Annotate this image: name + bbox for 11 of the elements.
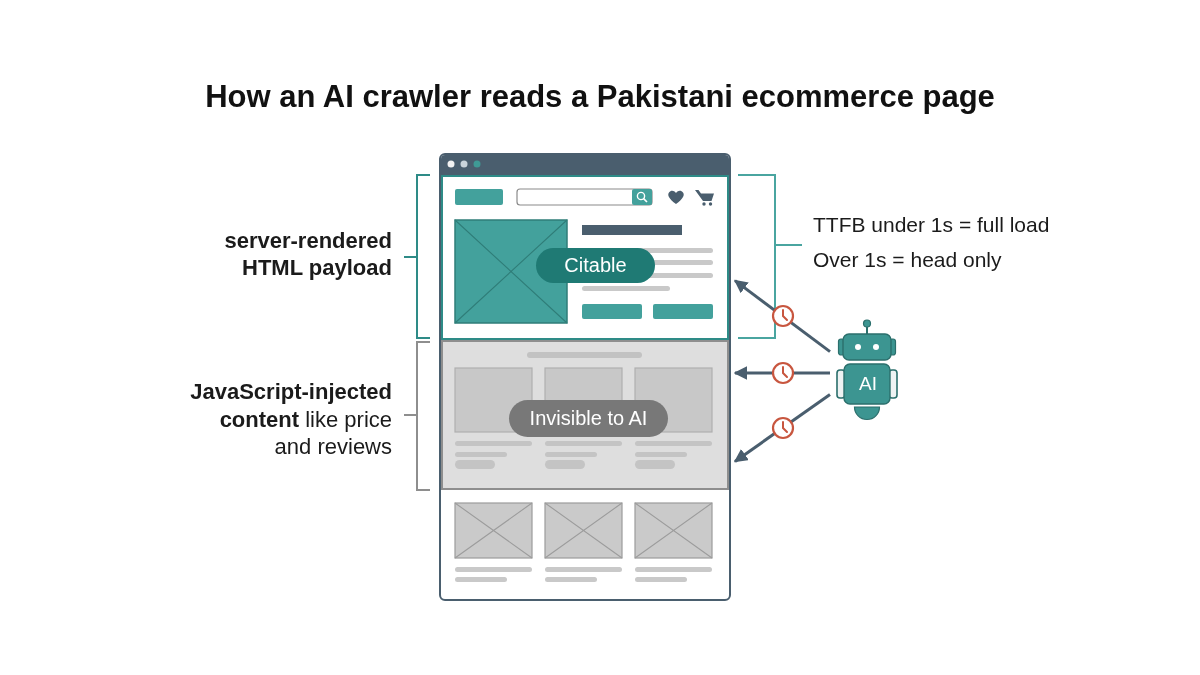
robot-label: AI (859, 373, 877, 395)
bracket-label: JavaScript-injected content like price and reviews (189, 378, 392, 461)
status-pill: Invisible to AI (509, 400, 668, 437)
title: How an AI crawler reads a Pakistani ecommerce page (205, 78, 995, 116)
arrow (733, 366, 830, 380)
injected-content-section (441, 340, 729, 490)
arrow (733, 279, 831, 353)
arrow (733, 393, 831, 463)
note-text: Over 1s = head only (813, 247, 1002, 273)
bracket-label: server-rendered HTML payload (223, 227, 392, 281)
note-text: TTFB under 1s = full load (813, 212, 1050, 238)
